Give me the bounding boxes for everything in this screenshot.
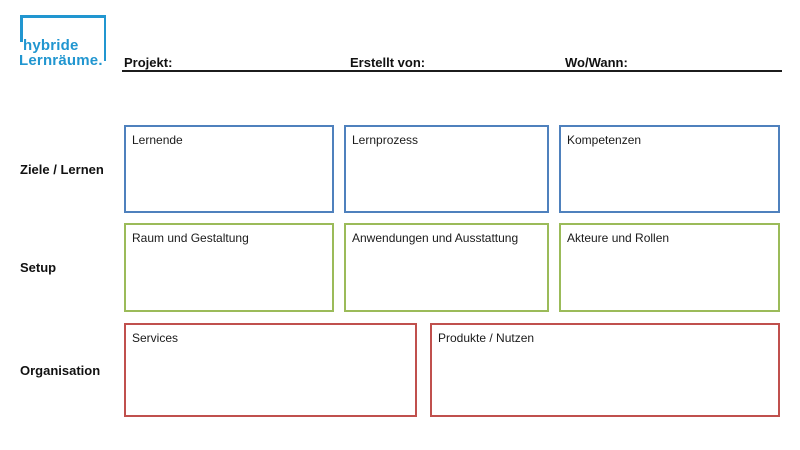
hybride-lernraeume-logo: hybride Lernräume.	[19, 15, 107, 69]
canvas-box-lernprozess: Lernprozess	[344, 125, 549, 213]
logo-text-line2: Lernräume.	[19, 52, 103, 69]
logo-frame-top-bar	[20, 15, 106, 18]
canvas-box-title: Kompetenzen	[567, 133, 642, 147]
created-by-field-label: Erstellt von:	[350, 55, 426, 70]
logo-frame	[20, 15, 106, 63]
canvas-box-title: Produkte / Nutzen	[438, 331, 535, 345]
row-label-ziele-lernen: Ziele / Lernen	[20, 161, 104, 177]
canvas-box-title: Raum und Gestaltung	[132, 231, 249, 245]
where-when-field-label: Wo/Wann:	[565, 55, 628, 70]
row-label-setup: Setup	[20, 260, 57, 275]
logo-text-line1: hybride	[23, 37, 79, 54]
canvas-box-akteure-und-rollen: Akteure und Rollen	[559, 223, 780, 312]
canvas-box-title: Akteure und Rollen	[567, 231, 670, 245]
canvas-box-title: Anwendungen und Ausstattung	[352, 231, 519, 245]
logo-frame-right-bar	[103, 15, 106, 61]
logo-frame-left-bar	[20, 15, 23, 42]
canvas-box-services: Services	[124, 323, 417, 417]
header-underline	[122, 70, 782, 72]
canvas-box-title: Lernende	[132, 133, 183, 147]
canvas-row-organisation: Services Produkte / Nutzen	[124, 323, 780, 417]
canvas-row-ziele-lernen: Lernende Lernprozess Kompetenzen	[124, 125, 780, 213]
row-label-organisation: Organisation	[20, 362, 101, 378]
canvas-box-anwendungen-und-ausstattung: Anwendungen und Ausstattung	[344, 223, 549, 312]
canvas-box-produkte-nutzen: Produkte / Nutzen	[430, 323, 780, 417]
canvas-box-lernende: Lernende	[124, 125, 334, 213]
canvas-row-setup: Raum und Gestaltung Anwendungen und Auss…	[124, 223, 780, 312]
canvas-box-title: Services	[132, 331, 179, 345]
canvas-box-kompetenzen: Kompetenzen	[559, 125, 780, 213]
canvas-box-raum-und-gestaltung: Raum und Gestaltung	[124, 223, 334, 312]
project-field-label: Projekt:	[124, 55, 173, 70]
canvas-box-title: Lernprozess	[352, 133, 419, 147]
